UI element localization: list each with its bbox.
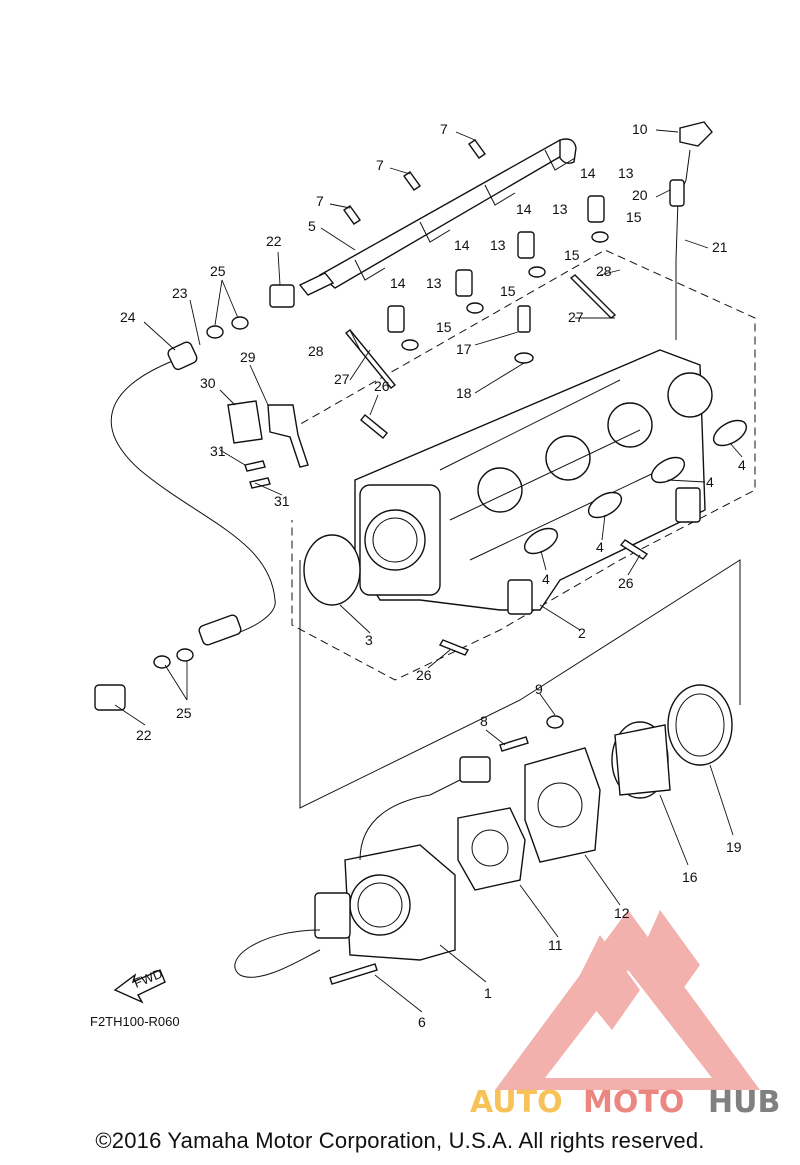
throttle-gasket-hole [471, 829, 509, 867]
callout-4: 4 [738, 457, 746, 473]
callout-21: 21 [712, 239, 728, 255]
callout-1: 1 [484, 985, 492, 1001]
callout-31: 31 [210, 443, 226, 459]
callout-2: 2 [578, 625, 586, 641]
callout-27: 27 [568, 309, 584, 325]
copyright-notice: ©2016 Yamaha Motor Corporation, U.S.A. A… [95, 1128, 705, 1153]
callout-10: 10 [632, 121, 648, 137]
callout-13: 13 [426, 275, 442, 291]
throttle-group-outline [299, 559, 741, 809]
temperature-sensor [517, 305, 531, 333]
watermark-text-moto: MOTO [583, 1085, 684, 1120]
manifold-group-outline [289, 249, 756, 681]
gasket-washer [514, 352, 534, 364]
callout-14: 14 [454, 237, 470, 253]
filter-element-side [614, 724, 671, 796]
manifold-bolts [360, 414, 649, 656]
callout-26: 26 [374, 378, 390, 394]
stud-bolt-left [344, 329, 397, 389]
throttle-body [234, 756, 491, 978]
fwd-arrow: FWD [113, 966, 166, 1004]
callout-28: 28 [308, 343, 324, 359]
throttle-gasket [457, 807, 526, 891]
hose-line [110, 359, 276, 636]
callout-labels: 7 7 7 5 10 20 21 13 14 13 14 13 14 13 14… [120, 121, 746, 1030]
watermark-logo [495, 910, 760, 1090]
intake-manifold [354, 349, 713, 615]
callout-18: 18 [456, 385, 472, 401]
callout-5: 5 [308, 218, 316, 234]
adapter-washer [546, 715, 564, 729]
callout-15: 15 [500, 283, 516, 299]
o-rings [523, 419, 748, 555]
callout-8: 8 [480, 713, 488, 729]
callout-25: 25 [176, 705, 192, 721]
callout-4: 4 [542, 571, 550, 587]
callout-24: 24 [120, 309, 136, 325]
callout-14: 14 [390, 275, 406, 291]
callout-4: 4 [706, 474, 714, 490]
hose-end-top [167, 341, 198, 371]
callout-31: 31 [274, 493, 290, 509]
callout-19: 19 [726, 839, 742, 855]
adapter-bolt [499, 736, 529, 752]
callout-13: 13 [490, 237, 506, 253]
callout-9: 9 [535, 681, 543, 697]
callout-14: 14 [516, 201, 532, 217]
screw-upper [244, 460, 266, 472]
throttle-adapter [524, 747, 601, 863]
hose-end-bottom [198, 614, 242, 646]
callout-25: 25 [210, 263, 226, 279]
callout-22: 22 [266, 233, 282, 249]
screw-lower [249, 477, 271, 489]
leader-lines [114, 129, 743, 1013]
callout-12: 12 [614, 905, 630, 921]
callout-14: 14 [580, 165, 596, 181]
hose-clamp-block [227, 400, 263, 444]
connector-bottom [94, 648, 194, 711]
callout-13: 13 [618, 165, 634, 181]
rail-bolts [343, 139, 486, 225]
callout-15: 15 [626, 209, 642, 225]
intake-pressure-sensor [669, 121, 713, 340]
callout-17: 17 [456, 341, 472, 357]
injectors [387, 195, 609, 351]
callout-15: 15 [436, 319, 452, 335]
throttle-bolt [329, 963, 378, 985]
callout-28: 28 [596, 263, 612, 279]
callout-30: 30 [200, 375, 216, 391]
callout-11: 11 [548, 937, 563, 953]
bracket [267, 404, 309, 468]
callout-22: 22 [136, 727, 152, 743]
callout-16: 16 [682, 869, 698, 885]
callout-4: 4 [596, 539, 604, 555]
callout-3: 3 [365, 632, 373, 648]
seal-ring [667, 684, 733, 766]
seal-ring-inner [675, 693, 725, 757]
connector-top [206, 284, 295, 339]
callout-26: 26 [416, 667, 432, 683]
watermark-text-hub: HUB [708, 1085, 780, 1120]
drawing-code: F2TH100-R060 [90, 1014, 180, 1029]
callout-6: 6 [418, 1014, 426, 1030]
fuel-rail [298, 138, 577, 296]
throttle-adapter-bore [537, 782, 583, 828]
large-o-ring [303, 534, 361, 606]
callout-15: 15 [564, 247, 580, 263]
callout-29: 29 [240, 349, 256, 365]
callout-20: 20 [632, 187, 648, 203]
callout-23: 23 [172, 285, 188, 301]
callout-7: 7 [376, 157, 384, 173]
callout-27: 27 [334, 371, 350, 387]
callout-13: 13 [552, 201, 568, 217]
watermark-text-auto: AUTO [470, 1085, 563, 1120]
callout-26: 26 [618, 575, 634, 591]
callout-7: 7 [316, 193, 324, 209]
callout-7: 7 [440, 121, 448, 137]
